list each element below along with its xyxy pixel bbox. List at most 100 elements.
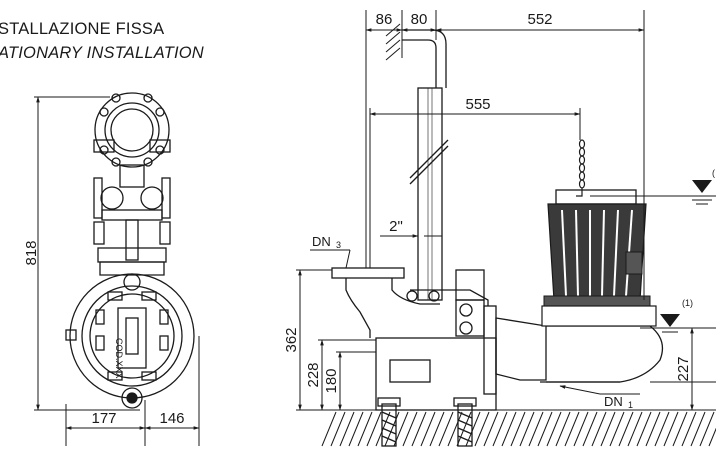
discharge-pipe: [417, 87, 443, 301]
floor-hatch-line: [663, 411, 679, 447]
note-bottom: (1): [682, 298, 693, 308]
floor-hatch-line: [618, 411, 634, 447]
title-english: ATIONARY INSTALLATION: [0, 44, 204, 62]
svg-text:3: 3: [336, 240, 341, 250]
pump-motor: [541, 189, 657, 327]
bracket-right-top: [149, 139, 171, 153]
coupling-flange: [483, 305, 497, 395]
floor-hatch-line: [474, 411, 490, 447]
floor-hatch-line: [627, 411, 643, 447]
level-marker-bottom: [640, 314, 716, 333]
wall-anchor: [385, 23, 403, 61]
discharge-flange-inner: [104, 102, 160, 158]
dim-227: 227: [675, 356, 692, 381]
floor-hatch-line: [483, 411, 499, 447]
floor-hatch-line: [672, 411, 688, 447]
floor-hatch-line: [510, 411, 526, 447]
floor-hatch-line: [528, 411, 544, 447]
base-frame: [375, 337, 497, 411]
guide-collar: [119, 164, 145, 188]
flange-bolts: [99, 93, 165, 167]
bracket-lower-right: [159, 221, 171, 245]
discharge-flange-outer: [94, 92, 170, 168]
floor-hatch-line: [519, 411, 535, 447]
dim-362: 362: [283, 327, 300, 352]
motor-housing: [81, 285, 183, 387]
svg-text:1: 1: [628, 400, 633, 410]
foot-bar: [99, 261, 165, 276]
volute: [495, 317, 547, 381]
bracket-left-top: [93, 139, 115, 153]
floor-hatch-line: [447, 411, 463, 447]
cross-plate: [101, 209, 163, 221]
floor-hatch-line: [555, 411, 571, 447]
floor-hatch-line: [681, 411, 697, 447]
floor-hatch-line: [438, 411, 454, 447]
terminal-box: [65, 329, 77, 341]
floor-hatch-line: [708, 427, 716, 447]
floor-hatch-line: [654, 411, 670, 447]
plan-view: [65, 92, 195, 409]
pipe-break: [409, 139, 449, 179]
floor-hatch-line: [573, 411, 589, 447]
floor-hatch-line: [348, 411, 364, 447]
dim-552: 552: [527, 11, 552, 28]
bracket-left: [93, 177, 103, 219]
note-top: (: [712, 168, 715, 178]
floor-hatch-line: [402, 411, 418, 447]
anchor-bolts: [377, 397, 477, 447]
floor-hatch-line: [609, 411, 625, 447]
floor-hatch-line: [456, 411, 472, 447]
pipe-bend: [402, 29, 447, 88]
level-marker-top: [590, 180, 716, 205]
bracket-lower-left: [93, 221, 105, 245]
discharge-bore: [110, 108, 154, 152]
floor-hatch-line: [582, 411, 598, 447]
dim-228: 228: [305, 362, 322, 387]
lifting-chain: [576, 139, 586, 197]
floor-hatch-line: [501, 411, 517, 447]
svg-text:DN: DN: [312, 234, 331, 249]
floor-hatch-line: [564, 411, 580, 447]
floor-hatch-line: [546, 411, 562, 447]
floor: [320, 409, 716, 447]
floor-hatch-line: [339, 411, 355, 447]
dim-180: 180: [323, 368, 340, 393]
label-dn1: DN 1: [604, 394, 633, 410]
dim-86: 86: [376, 11, 393, 28]
floor-hatch-line: [591, 411, 607, 447]
cooling-fins: [95, 291, 169, 381]
floor-hatch-line: [492, 411, 508, 447]
riser-column: [125, 219, 139, 261]
pump-body-outline: [69, 273, 195, 399]
dim-80: 80: [411, 11, 428, 28]
title-italian: STALLAZIONE FISSA: [0, 20, 165, 38]
floor-hatch-line: [537, 411, 553, 447]
floor-hatch-line: [429, 411, 445, 447]
cable-gland: [121, 387, 143, 409]
floor-hatch-line: [600, 411, 616, 447]
dim-818: 818: [23, 240, 40, 265]
dim-177: 177: [91, 410, 116, 427]
floor-hatch-line: [690, 411, 706, 447]
svg-text:DN: DN: [604, 394, 623, 409]
floor-hatch-line: [366, 411, 382, 447]
floor-hatch-line: [636, 411, 652, 447]
guide-pipe-right: [140, 186, 164, 210]
dim-555: 555: [465, 96, 490, 113]
floor-hatch-line: [420, 411, 436, 447]
bracket-right: [161, 177, 171, 219]
label-dn3: DN 3: [312, 234, 341, 250]
floor-hatch-line: [384, 411, 400, 447]
floor-hatch-line: [411, 411, 427, 447]
floor-hatch-line: [330, 411, 346, 447]
floor-hatch-line: [645, 411, 661, 447]
plate-text: COD.XXX: [114, 338, 124, 379]
floor-hatch-line: [357, 411, 373, 447]
floor-hatch-line: [321, 411, 337, 447]
motor-cover: [89, 293, 175, 379]
floor-hatch-line: [699, 411, 715, 447]
lifting-eye: [123, 273, 141, 291]
inlet-flange: [331, 267, 405, 279]
